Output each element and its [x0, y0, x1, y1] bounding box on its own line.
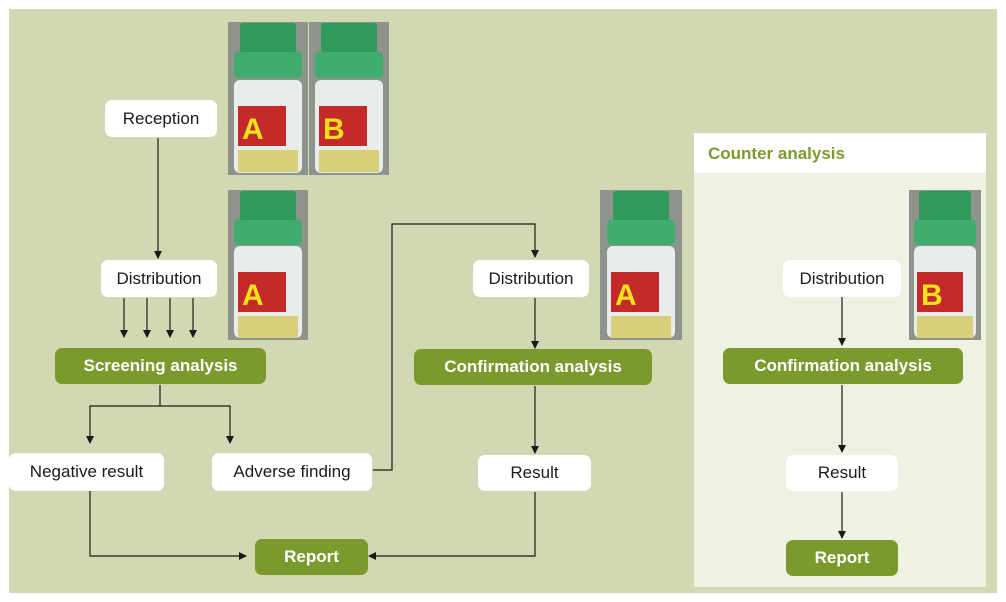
sample-vial-icon: B [909, 190, 981, 340]
branch-to-negative [86, 405, 160, 444]
sample-vial-icon: B [309, 22, 389, 175]
node-adverse-finding: Adverse finding [212, 453, 372, 491]
counter-node-report: Report [786, 540, 898, 576]
counter-node-result: Result [786, 455, 898, 491]
counter-node-distribution: Distribution [783, 260, 901, 297]
vial-letter: A [615, 279, 637, 312]
vial-letter: A [242, 279, 264, 312]
vial-letter: A [242, 113, 264, 146]
arrow-adverse-to-distribution [373, 223, 539, 471]
node-reception: Reception [105, 100, 217, 137]
node-report: Report [255, 539, 368, 575]
arrow-negative-to-report [89, 490, 247, 560]
sample-vial-icon: A [600, 190, 682, 340]
node-distribution-2: Distribution [473, 260, 589, 297]
counter-node-confirmation-analysis: Confirmation analysis [723, 348, 963, 384]
counter-analysis-header: Counter analysis [694, 133, 986, 173]
node-result: Result [478, 455, 591, 491]
node-distribution: Distribution [101, 260, 217, 297]
vial-letter: B [323, 113, 345, 146]
counter-analysis-title: Counter analysis [708, 144, 845, 163]
node-negative-result: Negative result [9, 453, 164, 491]
sample-vial-icon: A [228, 22, 308, 175]
arrow-result-to-report [368, 492, 536, 560]
node-screening-analysis: Screening analysis [55, 348, 266, 384]
vial-letter: B [921, 279, 943, 312]
branch-to-adverse [160, 405, 234, 444]
node-confirmation-analysis: Confirmation analysis [414, 349, 652, 385]
sample-vial-icon: A [228, 190, 308, 340]
